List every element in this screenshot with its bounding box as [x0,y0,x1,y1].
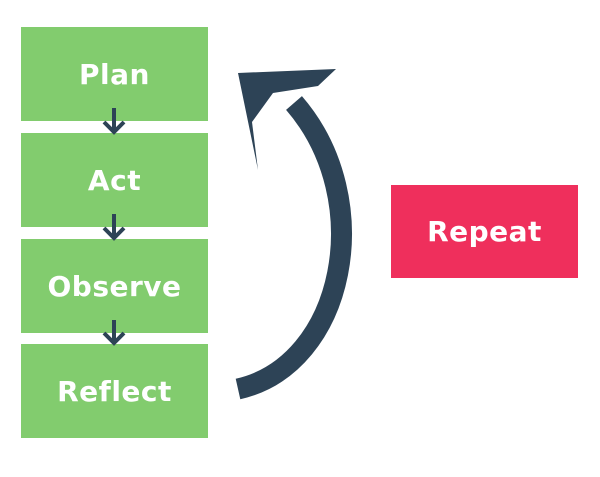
curved-repeat-arrow-icon [235,96,352,400]
repeat-box: Repeat [391,185,578,278]
step-act: Act [21,133,208,227]
step-reflect: Reflect [21,344,208,438]
step-plan: Plan [21,27,208,121]
step-act-label: Act [87,163,142,197]
down-arrow-icon [102,108,126,135]
down-arrow-icon [102,214,126,241]
step-reflect-label: Reflect [57,374,172,408]
step-observe-label: Observe [47,269,182,303]
step-observe: Observe [21,239,208,333]
step-plan-label: Plan [79,57,150,91]
arrow-head-icon [238,69,336,170]
down-arrow-icon [102,320,126,346]
repeat-label: Repeat [427,215,542,248]
